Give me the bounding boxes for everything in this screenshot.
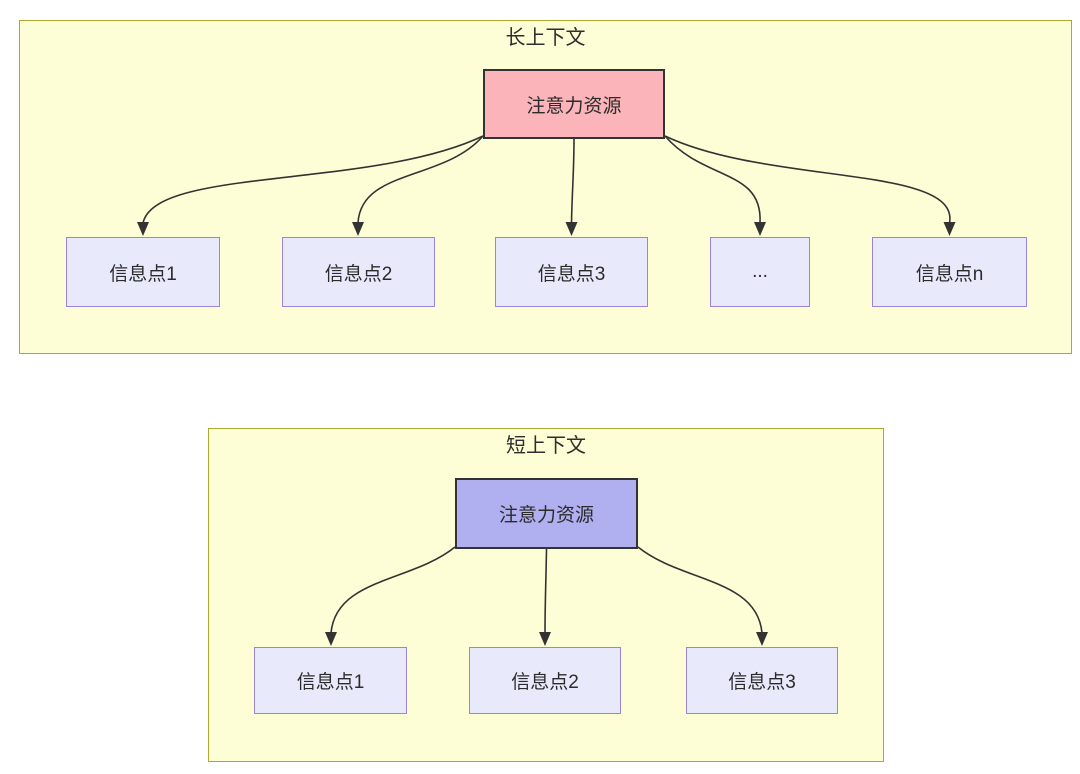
arrow-short-hub-to-info2 [544, 548, 548, 634]
arrowhead-long-infon [943, 222, 956, 236]
arrow-long-hub-to-info1 [142, 135, 484, 224]
arrow-short-hub-to-info3 [637, 546, 763, 634]
long-context-section: 长上下文 注意力资源 信息点1 信息点2 信息点3 ... 信息点n [19, 20, 1072, 354]
attention-resource-node-long: 注意力资源 [483, 69, 665, 139]
arrow-short-hub-to-info1 [330, 546, 456, 634]
attention-resource-node-short: 注意力资源 [455, 478, 638, 549]
arrowhead-short-info3 [756, 632, 768, 646]
info-node-short-1: 信息点1 [254, 647, 407, 714]
info-node-long-ellipsis: ... [710, 237, 810, 307]
arrowhead-long-ellipsis [754, 222, 766, 236]
arrowhead-long-info3 [565, 222, 578, 236]
info-node-long-n: 信息点n [872, 237, 1027, 307]
arrow-long-hub-to-info3 [570, 138, 575, 224]
info-node-long-3: 信息点3 [495, 237, 648, 307]
arrowhead-short-info2 [539, 632, 551, 646]
short-context-section-title: 短上下文 [506, 435, 586, 457]
arrowhead-long-info2 [352, 222, 364, 236]
info-node-short-2: 信息点2 [469, 647, 621, 714]
arrow-long-hub-to-info2 [357, 135, 484, 224]
arrow-long-hub-to-infon [664, 135, 951, 224]
short-context-section: 短上下文 注意力资源 信息点1 信息点2 信息点3 [208, 428, 884, 762]
info-node-short-3: 信息点3 [686, 647, 838, 714]
arrowhead-long-info1 [137, 222, 149, 236]
info-node-long-1: 信息点1 [66, 237, 220, 307]
arrow-long-hub-to-ellipsis [664, 135, 761, 224]
long-context-section-title: 长上下文 [505, 27, 586, 49]
arrowhead-short-info1 [325, 632, 337, 646]
info-node-long-2: 信息点2 [282, 237, 435, 307]
